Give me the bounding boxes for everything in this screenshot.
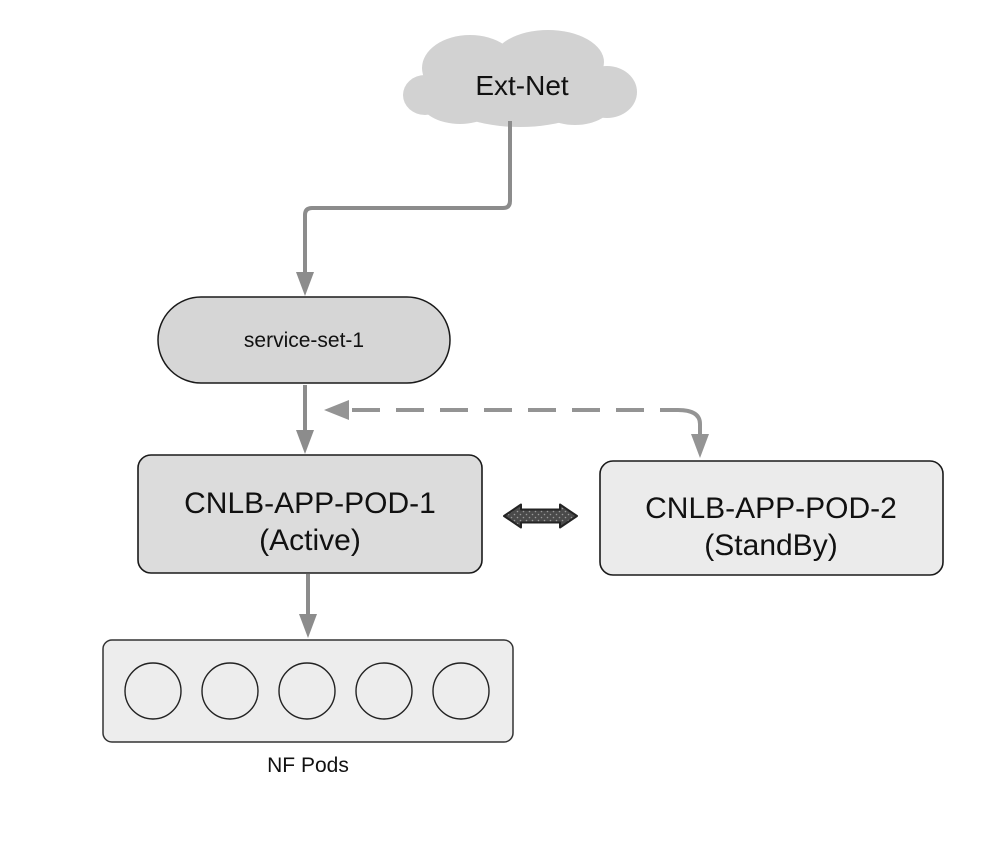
- arrowhead-down-icon: [691, 434, 709, 458]
- arrowhead-down-icon: [299, 614, 317, 638]
- pod1-label-line2: (Active): [259, 524, 361, 557]
- nf-pod-circle: [432, 662, 490, 720]
- pod1-label-line1: CNLB-APP-POD-1: [184, 487, 436, 520]
- nf-pod-circle: [278, 662, 336, 720]
- nf-pods-node: NF Pods: [102, 639, 514, 777]
- pod2-node: CNLB-APP-POD-2 (StandBy): [599, 460, 944, 576]
- nf-pod-circle: [124, 662, 182, 720]
- edge-failover-dashed: [324, 400, 709, 458]
- arrowhead-down-icon: [296, 272, 314, 296]
- double-arrow-icon: [503, 503, 578, 529]
- edge-pod1-to-nfpods: [299, 574, 317, 638]
- ext-net-cloud-icon: Ext-Net: [403, 30, 637, 127]
- arrowhead-down-icon: [296, 430, 314, 454]
- ext-net-label: Ext-Net: [475, 70, 569, 101]
- nf-pod-circle: [355, 662, 413, 720]
- arrowhead-left-icon: [324, 400, 349, 420]
- service-set-label: service-set-1: [244, 329, 364, 352]
- nf-pods-label: NF Pods: [267, 754, 349, 777]
- nf-pod-circles: [124, 662, 490, 720]
- edge-extnet-to-serviceset: [296, 121, 512, 296]
- edge-serviceset-to-pod1: [296, 385, 314, 454]
- pod2-label-line2: (StandBy): [704, 529, 837, 562]
- service-set-node: service-set-1: [157, 296, 451, 384]
- pod1-node: CNLB-APP-POD-1 (Active): [137, 454, 483, 574]
- nf-pod-circle: [201, 662, 259, 720]
- pod2-label-line1: CNLB-APP-POD-2: [645, 492, 897, 525]
